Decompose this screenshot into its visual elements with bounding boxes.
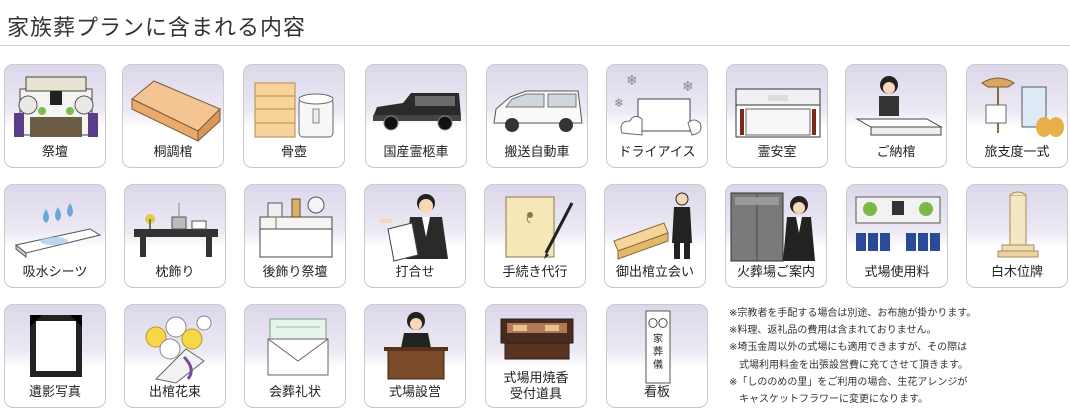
hearse-icon: [373, 93, 461, 131]
absorbent-sheet-icon: [14, 203, 102, 259]
meeting-icon: [380, 194, 448, 262]
item-card-encoffining[interactable]: ご納棺: [845, 64, 947, 168]
item-card-absorbent-sheet[interactable]: 吸水シーツ: [4, 184, 106, 288]
page-title: 家族葬プランに含まれる内容: [7, 16, 307, 41]
signboard-text-line: 葬: [653, 346, 663, 358]
item-label: 搬送自動車: [504, 145, 570, 160]
item-card-portrait-frame[interactable]: 遺影写真: [4, 304, 106, 408]
item-label: 御出棺立会い: [615, 265, 694, 280]
item-label: 枕飾り: [155, 265, 195, 280]
item-card-paperwork[interactable]: 手続き代行: [484, 184, 586, 288]
item-label: 霊安室: [757, 145, 797, 160]
item-card-hearse[interactable]: 国産霊柩車: [365, 64, 467, 168]
item-label: 桐調棺: [153, 145, 193, 160]
pillow-decoration-icon: [134, 203, 218, 257]
crematorium-guide-icon: [730, 192, 815, 262]
item-label: 式場用焼香 受付道具: [503, 371, 569, 402]
item-card-travel-kit[interactable]: 旅支度一式: [966, 64, 1068, 168]
departure-attendance-icon: [613, 192, 692, 260]
item-label: 国産霊柩車: [383, 145, 449, 160]
rear-altar-icon: [259, 196, 333, 258]
item-card-morgue[interactable]: 霊安室: [726, 64, 828, 168]
item-card-flower-bouquet[interactable]: 出棺花束: [124, 304, 226, 408]
item-card-meeting[interactable]: 打合せ: [364, 184, 466, 288]
title-divider: [0, 45, 1070, 46]
note-line: ※宗教者を手配する場合は別途、お布施が掛かります。: [729, 308, 977, 319]
item-label: 会葬礼状: [268, 385, 321, 400]
memorial-tablet-icon: [997, 191, 1039, 258]
note-line: ※料理、返礼品の費用は含まれておりません。: [729, 325, 937, 337]
urn-icon: [254, 82, 334, 138]
signboard-text-line: 〇〇: [648, 318, 668, 330]
item-card-rear-altar[interactable]: 後飾り祭壇: [244, 184, 346, 288]
item-card-crematorium-guide[interactable]: 火葬場ご案内: [725, 184, 827, 288]
flower-bouquet-icon: [145, 315, 212, 384]
svg-text:❄: ❄: [682, 79, 694, 95]
item-label: 手続き代行: [502, 265, 568, 280]
thank-you-letter-icon: [267, 318, 329, 376]
item-label: 火葬場ご案内: [736, 265, 815, 280]
paperwork-icon: [505, 196, 574, 259]
item-label: 遺影写真: [28, 385, 81, 400]
signboard-text-line: 家: [653, 332, 663, 345]
signboard-text-line: 儀: [653, 358, 663, 371]
item-card-hall-setup[interactable]: 式場設営: [364, 304, 466, 408]
note-line: 式場利用料金を出張設営費に充てさせて頂きます。: [729, 359, 968, 371]
item-card-signboard[interactable]: 〇〇 家 葬 儀 看板: [606, 304, 708, 408]
morgue-icon: [735, 88, 821, 138]
item-label: ご納棺: [876, 145, 916, 160]
item-card-pillow-decoration[interactable]: 枕飾り: [124, 184, 226, 288]
note-line: キャスケットフラワーに変更になります。: [729, 394, 928, 406]
item-label: 式場使用料: [864, 265, 930, 280]
dry-ice-icon: ❄ ❄ ❄: [614, 73, 702, 136]
item-label: 後飾り祭壇: [262, 265, 328, 280]
hall-setup-icon: [384, 312, 448, 380]
item-label: 白木位牌: [990, 265, 1043, 280]
item-card-coffin[interactable]: 桐調棺: [122, 64, 224, 168]
item-label: 看板: [643, 385, 670, 400]
encoffining-icon: [855, 76, 943, 136]
item-label: 旅支度一式: [984, 145, 1050, 160]
notes-block: ※宗教者を手配する場合は別途、お布施が掛かります。 ※料理、返礼品の費用は含まれ…: [729, 305, 976, 408]
item-card-incense-tools[interactable]: 式場用焼香 受付道具: [485, 304, 587, 408]
altar-icon: [14, 76, 98, 137]
incense-tools-icon: [500, 318, 574, 360]
item-card-altar[interactable]: 祭壇: [4, 64, 106, 168]
item-card-van[interactable]: 搬送自動車: [486, 64, 588, 168]
travel-kit-icon: [981, 77, 1064, 137]
item-card-hall-fee[interactable]: 式場使用料: [846, 184, 948, 288]
van-icon: [493, 90, 583, 132]
item-label: 吸水シーツ: [22, 265, 88, 280]
item-card-dry-ice[interactable]: ❄ ❄ ❄ ドライアイス: [606, 64, 708, 168]
item-card-urn[interactable]: 骨壺: [243, 64, 345, 168]
item-label: 打合せ: [395, 265, 435, 280]
item-label: 式場設営: [388, 385, 441, 400]
portrait-frame-icon: [30, 315, 82, 377]
item-card-departure-attendance[interactable]: 御出棺立会い: [604, 184, 706, 288]
svg-text:❄: ❄: [614, 96, 624, 110]
note-line: ※埼玉金周以外の式場にも適用できますが、その際は: [729, 342, 968, 354]
svg-text:❄: ❄: [626, 73, 638, 89]
coffin-icon: [131, 80, 221, 143]
hall-fee-icon: [855, 196, 941, 251]
signboard-icon: 〇〇 家 葬 儀: [645, 310, 671, 384]
item-label: 祭壇: [41, 145, 68, 160]
item-card-thank-you-letter[interactable]: 会葬礼状: [244, 304, 346, 408]
item-card-memorial-tablet[interactable]: 白木位牌: [966, 184, 1068, 288]
note-line: ※「しののめの里」をご利用の場合、生花アレンジが: [729, 376, 968, 388]
item-label: ドライアイス: [618, 145, 696, 160]
item-label: 骨壺: [280, 145, 307, 160]
item-label: 出棺花束: [148, 385, 201, 400]
